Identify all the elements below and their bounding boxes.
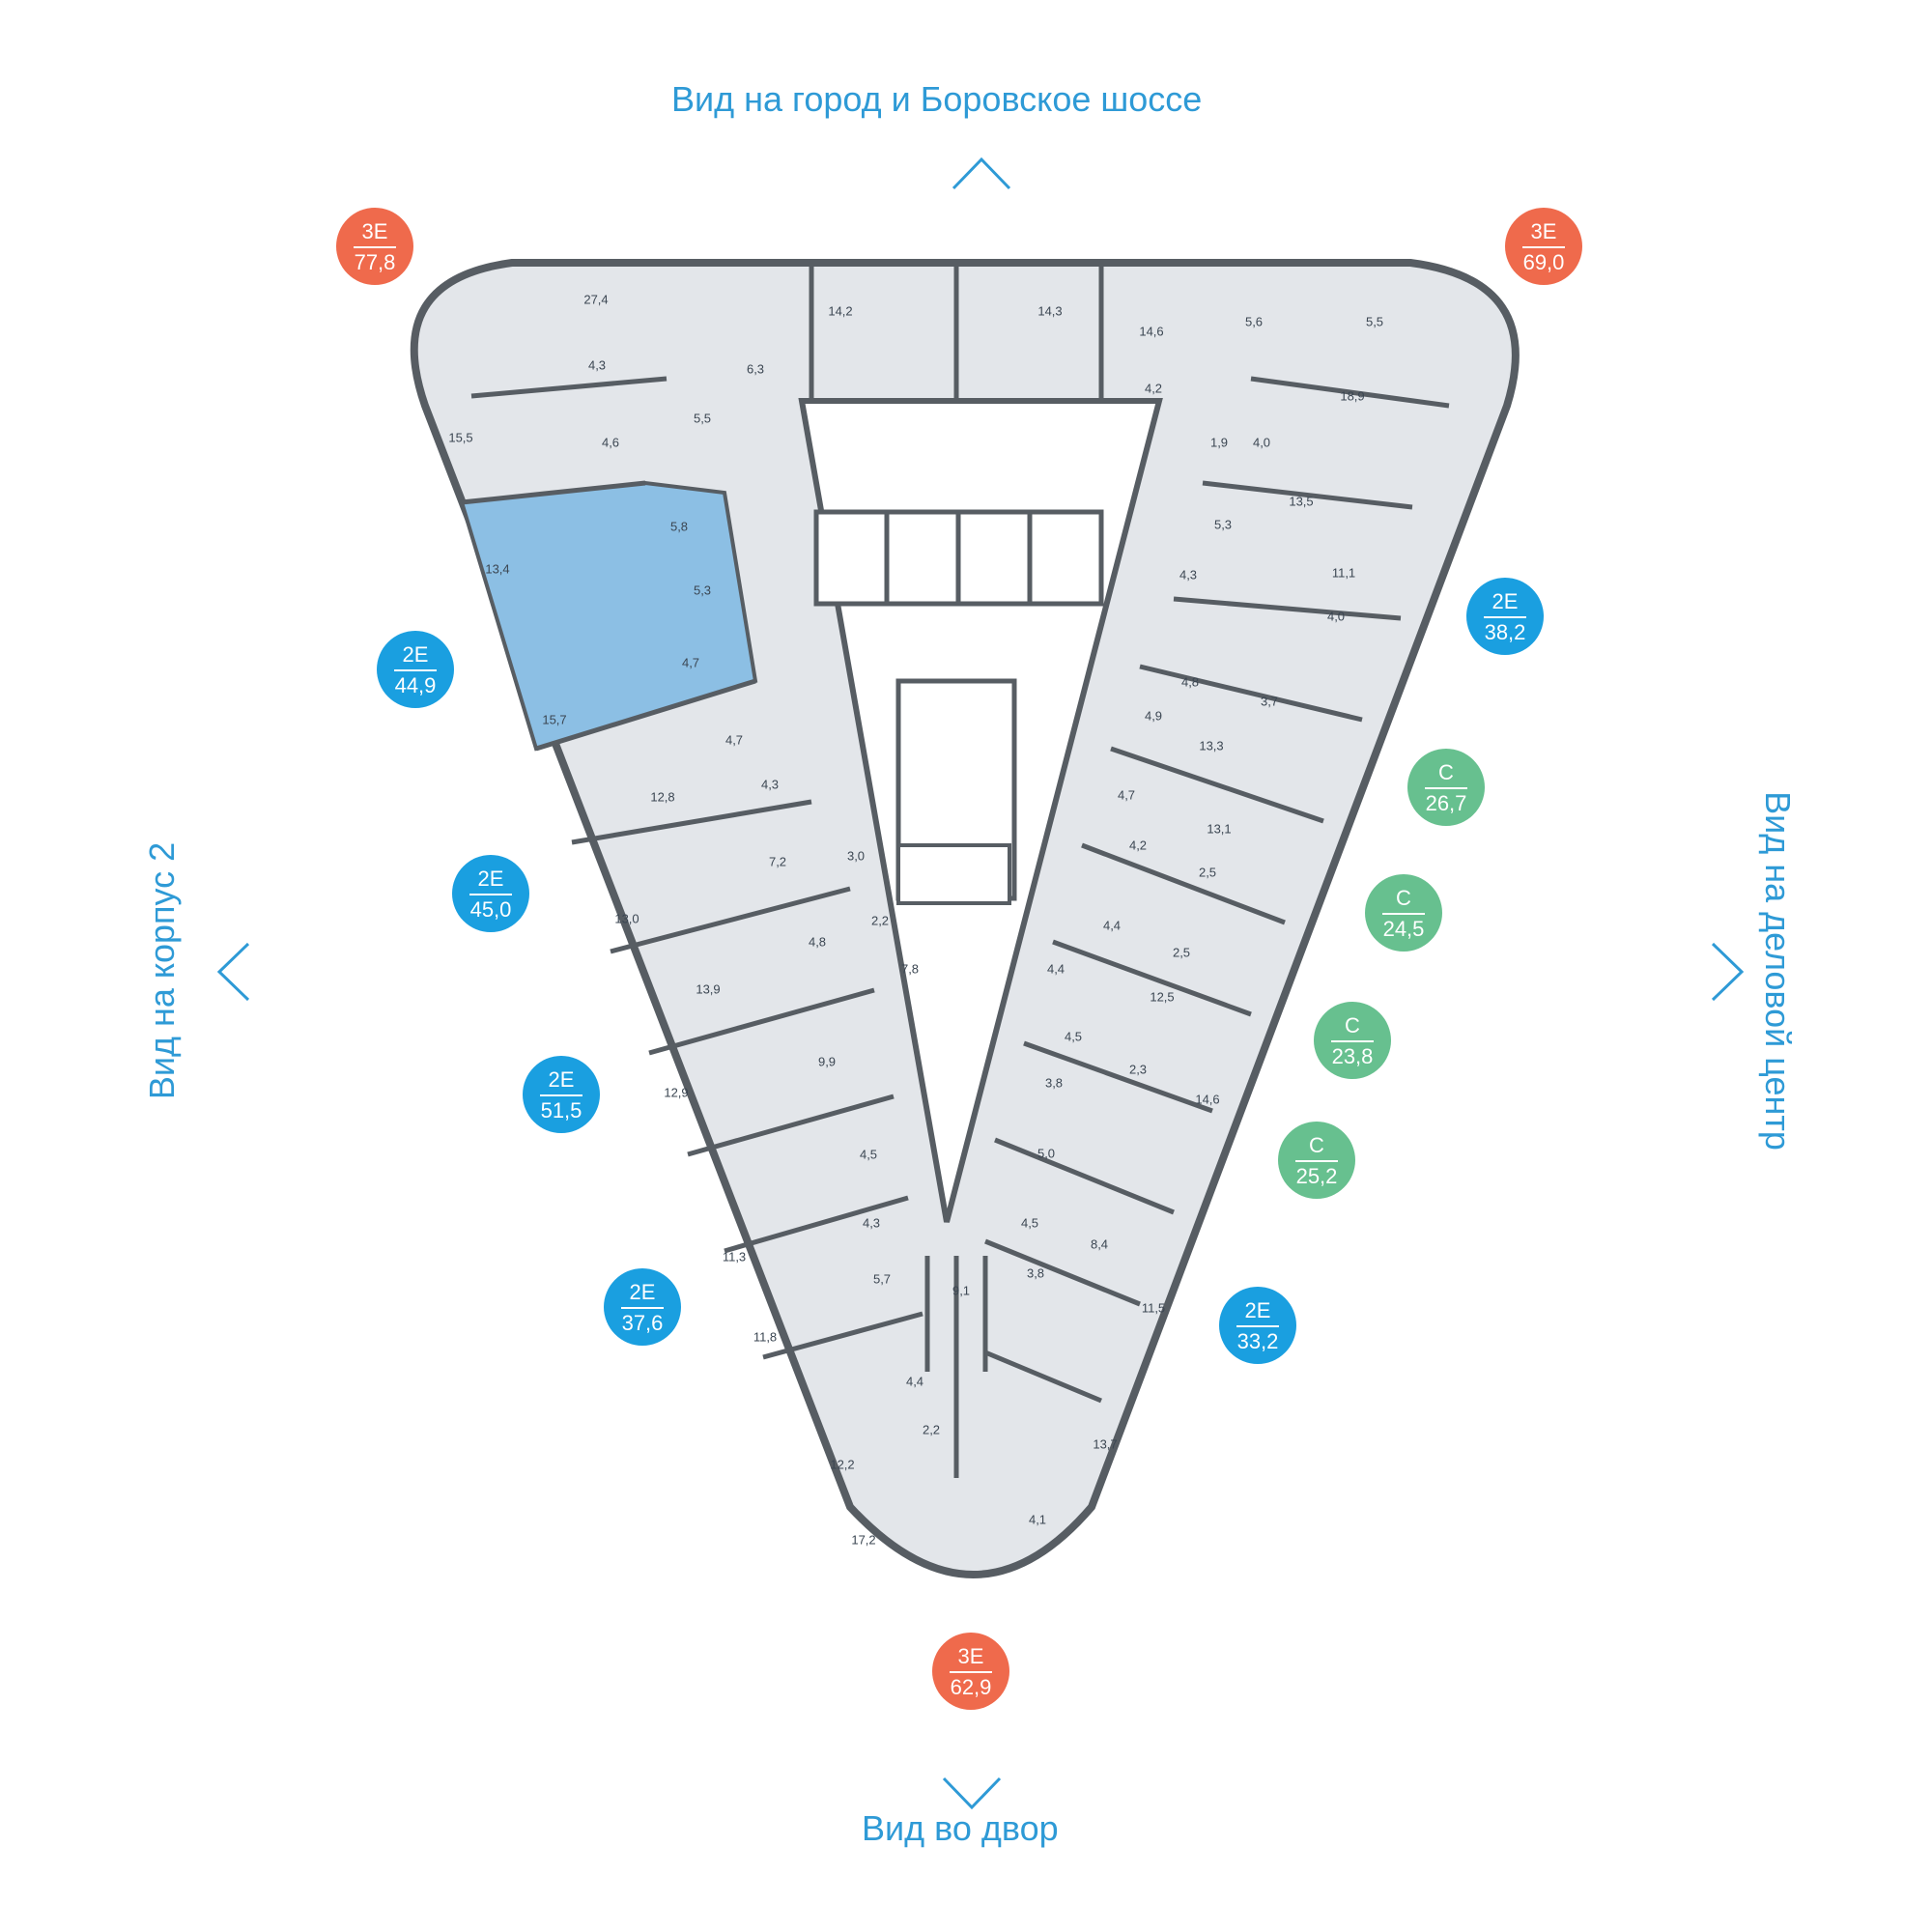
room-area-label: 4,4	[1046, 961, 1065, 977]
chevron-up-icon[interactable]	[952, 155, 1011, 191]
room-area-label: 4,3	[760, 777, 780, 792]
room-area-label: 5,5	[1365, 314, 1384, 329]
room-area-label: 27,4	[583, 292, 609, 307]
room-area-label: 3,0	[846, 848, 866, 864]
room-area-label: 13,3	[1199, 738, 1224, 753]
room-area-label: 4,7	[1117, 787, 1136, 803]
lobby	[896, 843, 1011, 905]
room-area-label: 9,9	[817, 1054, 837, 1069]
room-area-label: 13,1	[1207, 821, 1232, 837]
room-area-label: 2,5	[1198, 865, 1217, 880]
room-area-label: 4,6	[601, 435, 620, 450]
room-area-label: 4,0	[1326, 609, 1346, 624]
room-area-label: 6,3	[746, 361, 765, 377]
room-area-label: 2,2	[922, 1422, 941, 1437]
room-area-label: 3,7	[1260, 694, 1279, 709]
room-area-label: 2,5	[1172, 945, 1191, 960]
room-area-label: 5,5	[693, 411, 712, 426]
room-area-label: 4,3	[587, 357, 607, 373]
room-area-label: 4,2	[1128, 838, 1148, 853]
room-area-label: 14,2	[828, 303, 853, 319]
room-area-label: 17,2	[851, 1532, 876, 1548]
chevron-down-icon[interactable]	[942, 1776, 1002, 1812]
room-area-label: 13,7	[1093, 1436, 1118, 1452]
room-area-label: 4,2	[1144, 381, 1163, 396]
room-area-label: 2,3	[1128, 1062, 1148, 1077]
chevron-left-icon[interactable]	[214, 942, 251, 1002]
room-area-label: 5,6	[1244, 314, 1264, 329]
room-area-label: 18,9	[1340, 388, 1365, 404]
room-area-label: 3,8	[1044, 1075, 1064, 1091]
room-area-label: 14,6	[1139, 324, 1164, 339]
room-area-label: 11,8	[753, 1329, 778, 1345]
room-area-label: 5,3	[1213, 517, 1233, 532]
room-area-label: 4,7	[724, 732, 744, 748]
room-area-label: 5,3	[693, 582, 712, 598]
room-area-label: 7,8	[900, 961, 920, 977]
room-area-label: 12,9	[664, 1085, 689, 1100]
room-area-label: 5,7	[872, 1271, 892, 1287]
room-area-label: 12,5	[1150, 989, 1175, 1005]
view-top-label: Вид на город и Боровское шоссе	[671, 79, 1203, 119]
room-area-label: 14,3	[1037, 303, 1063, 319]
room-area-label: 4,9	[1144, 708, 1163, 724]
room-area-label: 13,0	[614, 911, 639, 926]
view-bottom-label: Вид во двор	[862, 1808, 1059, 1848]
room-area-label: 13,4	[485, 561, 510, 577]
room-area-label: 4,5	[859, 1147, 878, 1162]
room-area-label: 9,1	[952, 1283, 971, 1298]
room-area-label: 4,3	[862, 1215, 881, 1231]
room-area-label: 1,9	[1209, 435, 1229, 450]
room-area-label: 11,1	[1331, 565, 1356, 581]
room-area-label: 7,2	[768, 854, 787, 869]
room-area-label: 4,8	[808, 934, 827, 950]
room-area-label: 14,6	[1195, 1092, 1220, 1107]
room-area-label: 4,1	[1028, 1512, 1047, 1527]
room-area-label: 8,4	[1090, 1236, 1109, 1252]
room-area-label: 13,5	[1289, 494, 1314, 509]
room-area-label: 4,7	[681, 655, 700, 670]
room-area-label: 5,0	[1037, 1146, 1056, 1161]
room-area-label: 13,9	[696, 981, 721, 997]
room-area-label: 4,4	[905, 1374, 924, 1389]
room-area-label: 2,2	[870, 913, 890, 928]
room-area-label: 5,8	[669, 519, 689, 534]
room-area-label: 4,5	[1020, 1215, 1039, 1231]
chevron-right-icon[interactable]	[1710, 942, 1747, 1002]
room-area-label: 4,0	[1252, 435, 1271, 450]
room-area-label: 3,8	[1026, 1265, 1045, 1281]
room-area-label: 11,5	[1141, 1300, 1166, 1316]
room-area-label: 15,5	[448, 430, 473, 445]
room-area-label: 4,4	[1102, 918, 1122, 933]
room-area-label: 12,2	[830, 1457, 855, 1472]
room-area-label: 4,5	[1064, 1029, 1083, 1044]
room-area-label: 4,3	[1179, 567, 1198, 582]
room-area-label: 15,7	[542, 712, 567, 727]
room-area-label: 11,3	[722, 1249, 747, 1264]
room-area-label: 4,8	[1180, 674, 1200, 690]
room-area-label: 12,8	[650, 789, 675, 805]
